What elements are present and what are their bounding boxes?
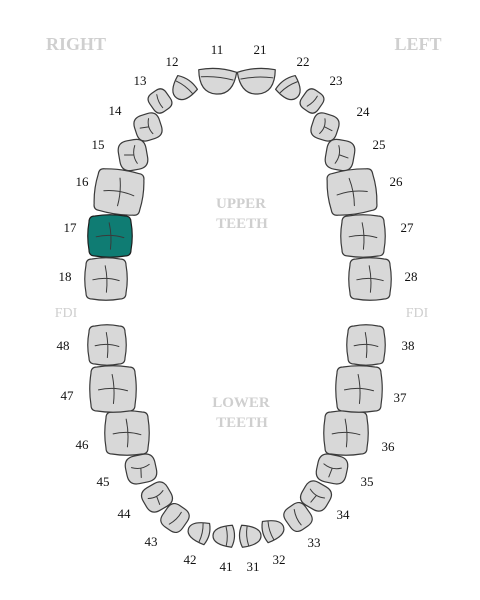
tooth-23[interactable]: [297, 86, 326, 115]
tooth-46[interactable]: [104, 410, 150, 456]
tooth-label-22: 22: [297, 54, 310, 69]
tooth-36-crown[interactable]: [323, 410, 369, 456]
tooth-label-45: 45: [97, 474, 110, 489]
tooth-25-crown[interactable]: [324, 138, 357, 172]
tooth-label-26: 26: [390, 174, 404, 189]
tooth-42-crown[interactable]: [186, 519, 212, 546]
right-side-label: RIGHT: [46, 34, 106, 54]
tooth-21-crown[interactable]: [236, 67, 277, 95]
tooth-48-crown[interactable]: [87, 324, 127, 366]
tooth-label-11: 11: [211, 42, 224, 57]
tooth-27[interactable]: [340, 214, 386, 258]
tooth-26-crown[interactable]: [325, 167, 379, 218]
tooth-24-crown[interactable]: [309, 111, 342, 144]
tooth-label-48: 48: [57, 338, 70, 353]
fdi-label-left: FDI: [55, 306, 78, 321]
tooth-label-24: 24: [357, 104, 371, 119]
tooth-13-crown[interactable]: [145, 86, 174, 115]
tooth-36[interactable]: [323, 410, 369, 456]
tooth-48[interactable]: [87, 324, 127, 366]
tooth-18[interactable]: [84, 257, 128, 301]
tooth-label-18: 18: [59, 269, 72, 284]
tooth-32[interactable]: [260, 517, 286, 544]
fdi-label-right: FDI: [406, 306, 429, 321]
lower-teeth-label-line2: TEETH: [216, 415, 268, 431]
tooth-18-crown[interactable]: [84, 257, 128, 301]
tooth-15-crown[interactable]: [117, 138, 150, 172]
tooth-31[interactable]: [238, 524, 262, 548]
tooth-label-15: 15: [92, 137, 105, 152]
tooth-label-33: 33: [308, 535, 321, 550]
tooth-14-crown[interactable]: [132, 111, 165, 144]
tooth-31-crown[interactable]: [238, 524, 262, 548]
upper-teeth-label-line2: TEETH: [216, 216, 268, 232]
tooth-45[interactable]: [123, 452, 158, 486]
tooth-label-21: 21: [254, 42, 267, 57]
tooth-32-crown[interactable]: [260, 517, 286, 544]
tooth-28-crown[interactable]: [348, 257, 392, 301]
tooth-11[interactable]: [197, 67, 238, 95]
tooth-26[interactable]: [325, 167, 379, 218]
tooth-label-35: 35: [361, 474, 374, 489]
upper-teeth-label-line1: UPPER: [216, 196, 266, 212]
tooth-35[interactable]: [314, 452, 349, 486]
tooth-label-16: 16: [76, 174, 90, 189]
tooth-label-32: 32: [273, 552, 286, 567]
tooth-label-13: 13: [134, 73, 147, 88]
tooth-28[interactable]: [348, 257, 392, 301]
left-side-label: LEFT: [394, 34, 441, 54]
tooth-45-crown[interactable]: [123, 452, 158, 486]
tooth-label-25: 25: [373, 137, 386, 152]
tooth-11-crown[interactable]: [197, 67, 238, 95]
tooth-label-37: 37: [394, 390, 408, 405]
tooth-label-31: 31: [247, 559, 260, 574]
tooth-label-28: 28: [405, 269, 418, 284]
tooth-label-43: 43: [145, 534, 158, 549]
tooth-17-crown[interactable]: [87, 214, 133, 258]
tooth-16-crown[interactable]: [92, 167, 146, 218]
tooth-38[interactable]: [346, 324, 386, 366]
tooth-13[interactable]: [145, 86, 174, 115]
tooth-47-crown[interactable]: [89, 365, 137, 413]
tooth-label-46: 46: [76, 437, 90, 452]
tooth-label-41: 41: [220, 559, 233, 574]
tooth-27-crown[interactable]: [340, 214, 386, 258]
tooth-41[interactable]: [212, 524, 236, 548]
tooth-41-crown[interactable]: [212, 524, 236, 548]
tooth-37-crown[interactable]: [335, 365, 383, 413]
tooth-21[interactable]: [236, 67, 277, 95]
tooth-47[interactable]: [89, 365, 137, 413]
tooth-15[interactable]: [117, 138, 150, 172]
tooth-23-crown[interactable]: [297, 86, 326, 115]
tooth-label-12: 12: [166, 54, 179, 69]
tooth-label-23: 23: [330, 73, 343, 88]
tooth-label-47: 47: [61, 388, 75, 403]
tooth-label-42: 42: [184, 552, 197, 567]
tooth-label-17: 17: [64, 220, 78, 235]
tooth-16[interactable]: [92, 167, 146, 218]
tooth-label-38: 38: [402, 338, 415, 353]
tooth-label-36: 36: [382, 439, 396, 454]
tooth-37[interactable]: [335, 365, 383, 413]
tooth-38-crown[interactable]: [346, 324, 386, 366]
tooth-46-crown[interactable]: [104, 410, 150, 456]
tooth-14[interactable]: [132, 111, 165, 144]
tooth-label-34: 34: [337, 507, 351, 522]
lower-teeth-label-line1: LOWER: [212, 395, 270, 411]
teeth-layer: 11 12 13 14 15 16 17 18 21 22 23 24 25 26 27 28 31 32 33 34…: [57, 42, 418, 574]
tooth-35-crown[interactable]: [314, 452, 349, 486]
tooth-17[interactable]: [87, 214, 133, 258]
tooth-label-44: 44: [118, 506, 132, 521]
tooth-42[interactable]: [186, 519, 212, 546]
tooth-label-14: 14: [109, 103, 123, 118]
tooth-24[interactable]: [309, 111, 342, 144]
tooth-25[interactable]: [324, 138, 357, 172]
tooth-label-27: 27: [401, 220, 415, 235]
